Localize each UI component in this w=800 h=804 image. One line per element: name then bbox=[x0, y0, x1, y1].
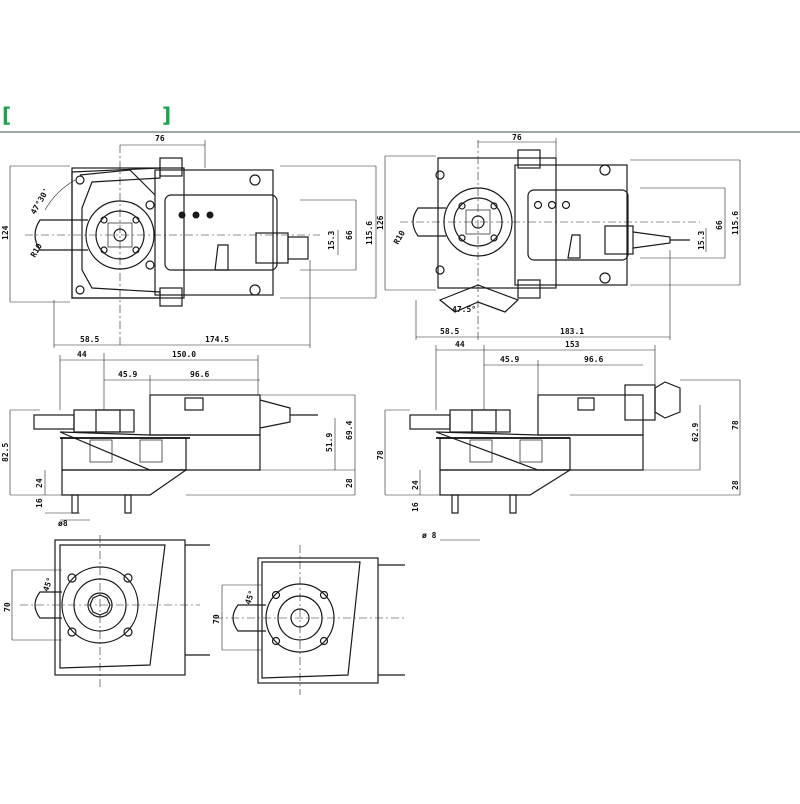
dim-angle: 45° bbox=[243, 589, 256, 606]
dim-angle: 47°30' bbox=[29, 186, 51, 216]
dim-69-4: 69.4 bbox=[345, 421, 354, 440]
dim-82-5: 82.5 bbox=[1, 443, 10, 462]
dim-51-9: 51.9 bbox=[325, 433, 334, 452]
actuator-body bbox=[154, 169, 274, 296]
view-top-left: 76 124 115.6 66 15.3 58.5 174.5 47°30' R… bbox=[1, 134, 377, 348]
dim-15-3: 15.3 bbox=[697, 231, 706, 250]
bracket-right: ] bbox=[162, 103, 171, 127]
dim-45-9: 45.9 bbox=[500, 355, 519, 364]
dim-15-3: 15.3 bbox=[327, 231, 336, 250]
dim-58-5: 58.5 bbox=[440, 327, 459, 336]
dim-24: 24 bbox=[411, 480, 420, 490]
actuator-cover bbox=[527, 189, 629, 261]
dim-44: 44 bbox=[455, 340, 465, 349]
mount-frame bbox=[71, 167, 185, 299]
hub-inner bbox=[95, 210, 145, 260]
motor-housing bbox=[149, 394, 261, 436]
dim-24: 24 bbox=[35, 478, 44, 488]
dim-8: ø 8 bbox=[422, 531, 437, 540]
view-bottom-left: 70 45° bbox=[3, 535, 210, 690]
view-mid-right: 44 153 45.9 96.6 78 62.9 78 28 24 16 ø 8 bbox=[376, 340, 741, 541]
dim-76: 76 bbox=[155, 134, 165, 143]
dim-44: 44 bbox=[77, 350, 87, 359]
dim-174-5: 174.5 bbox=[205, 335, 229, 344]
dim-150: 150.0 bbox=[172, 350, 196, 359]
dim-96-6: 96.6 bbox=[584, 355, 603, 364]
view-bottom-right: 70 45° bbox=[212, 545, 405, 695]
dim-96-6: 96.6 bbox=[190, 370, 209, 379]
connector-gland bbox=[287, 236, 309, 260]
view-mid-left: 44 150.0 45.9 96.6 82.5 69.4 51.9 28 24 … bbox=[1, 350, 356, 528]
dim-radius: R10 bbox=[392, 229, 407, 246]
dim-angle: 47.5° bbox=[452, 305, 476, 314]
view-top-right: 76 126 115.6 66 15.3 58.5 183.1 47.5° R1… bbox=[376, 133, 741, 340]
dim-66: 66 bbox=[345, 230, 354, 240]
dim-70: 70 bbox=[3, 602, 12, 612]
base-block bbox=[61, 437, 187, 471]
header: [ ] bbox=[0, 103, 800, 133]
connector-box bbox=[255, 232, 289, 264]
dim-66: 66 bbox=[715, 220, 724, 230]
dim-126: 126 bbox=[376, 215, 385, 230]
dim-78b: 78 bbox=[731, 420, 740, 430]
dim-16: 16 bbox=[35, 498, 44, 508]
dim-45-9: 45.9 bbox=[118, 370, 137, 379]
dim-78: 78 bbox=[376, 450, 385, 460]
dim-124: 124 bbox=[1, 225, 10, 240]
dim-115-6: 115.6 bbox=[365, 221, 374, 245]
dim-115-6: 115.6 bbox=[731, 211, 740, 235]
actuator-body bbox=[514, 164, 628, 286]
dim-58-5: 58.5 bbox=[80, 335, 99, 344]
dim-8: ø8 bbox=[58, 519, 68, 528]
switch-tab bbox=[214, 244, 229, 271]
dim-62-9: 62.9 bbox=[691, 423, 700, 442]
dim-153: 153 bbox=[565, 340, 580, 349]
dim-183-1: 183.1 bbox=[560, 327, 584, 336]
body-edge bbox=[79, 169, 156, 196]
dim-28: 28 bbox=[345, 478, 354, 488]
dim-angle: 45° bbox=[41, 576, 54, 593]
dim-16: 16 bbox=[411, 502, 420, 512]
dim-76: 76 bbox=[512, 133, 522, 142]
dim-28: 28 bbox=[731, 480, 740, 490]
dim-70: 70 bbox=[212, 614, 221, 624]
bracket-left: [ bbox=[2, 103, 11, 127]
lever-arm bbox=[34, 219, 88, 251]
mount-frame bbox=[437, 157, 557, 289]
